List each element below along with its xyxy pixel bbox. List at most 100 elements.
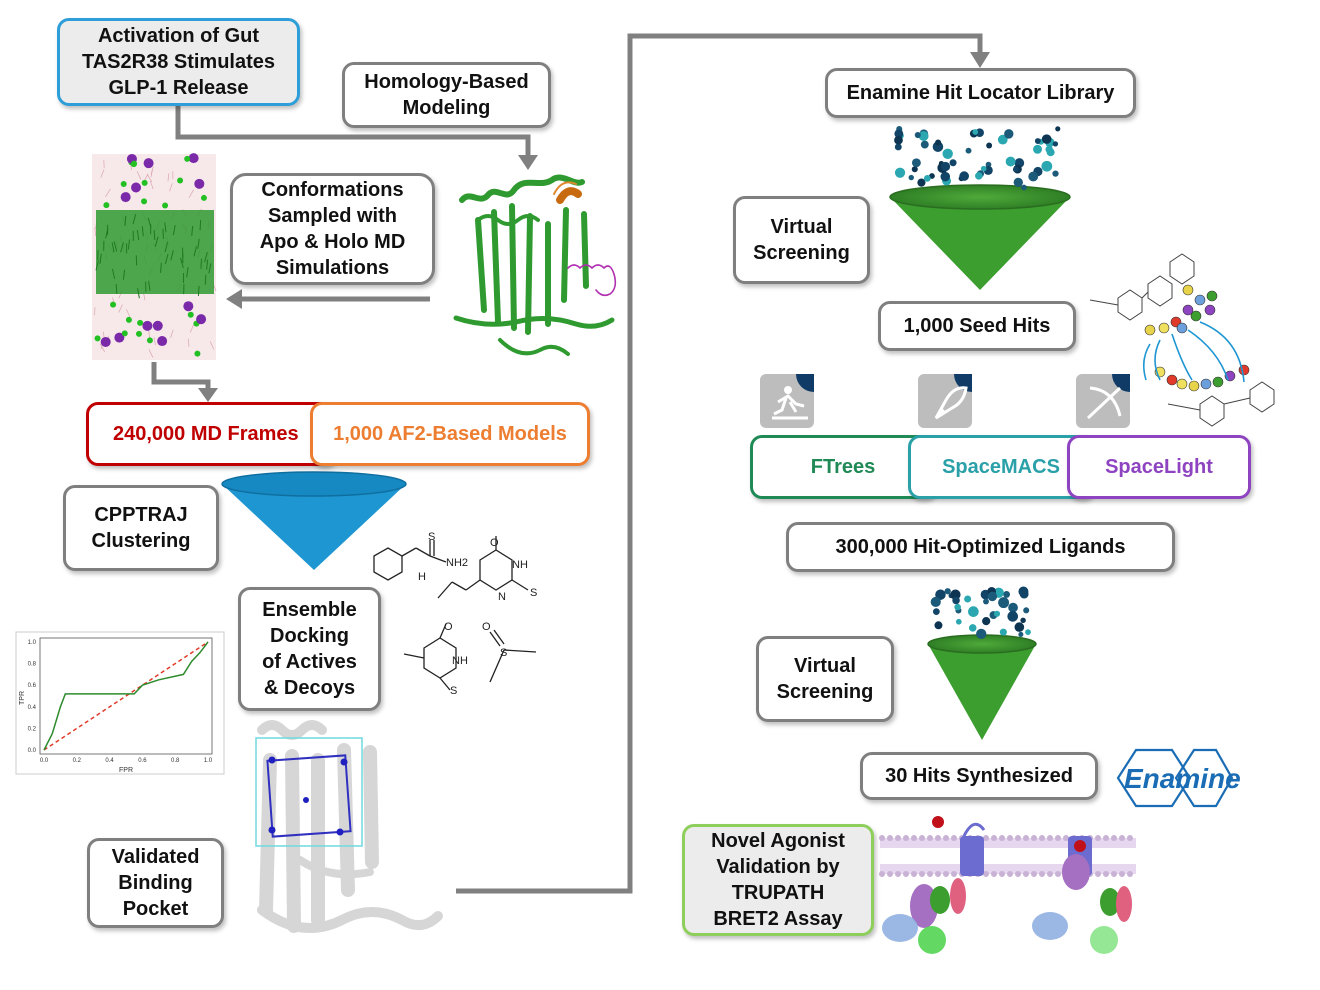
- ion-sodium: [131, 160, 138, 167]
- roc-ylabel: TPR: [19, 691, 26, 705]
- compound-dot: [1034, 138, 1041, 144]
- compound-dot: [1021, 184, 1027, 191]
- hits-synthesized-box: 30 Hits Synthesized: [860, 752, 1098, 800]
- dmso-o-label: O: [482, 621, 491, 633]
- ion-sodium: [125, 316, 132, 323]
- compound-dot: [930, 596, 941, 608]
- compound-dot: [1052, 170, 1059, 177]
- enamine-logo-text: Enamine: [1124, 763, 1241, 794]
- compound-dot: [952, 596, 960, 605]
- virtual-screening-label-2: Virtual Screening: [776, 655, 874, 703]
- roc-y-tick: 0.6: [28, 683, 37, 689]
- bret-assay-image: [879, 816, 1136, 954]
- ion-chloride: [157, 336, 168, 347]
- md-frames-label: 240,000 MD Frames: [113, 423, 299, 445]
- arrowhead-model: [518, 155, 538, 170]
- molecule-thiouracil-propyl: [437, 536, 529, 599]
- compound-dot: [1005, 156, 1016, 167]
- compound-dot: [1033, 144, 1043, 154]
- compound-dot: [964, 595, 972, 603]
- roc-plot: 0.00.00.20.20.40.40.60.60.80.81.01.0 FPR…: [15, 631, 225, 775]
- md-frames-box: 240,000 MD Frames: [86, 402, 336, 466]
- ion-sodium: [103, 202, 110, 209]
- methylthiouracil-o-label: O: [444, 621, 453, 633]
- roc-y-tick: 0.0: [28, 748, 37, 754]
- protein-model-image: [453, 174, 617, 356]
- conformations-box: Conformations Sampled with Apo & Holo MD…: [230, 173, 435, 285]
- molecule-thiourea: [373, 540, 447, 581]
- ion-sodium: [120, 180, 127, 187]
- ion-chloride: [152, 320, 163, 331]
- compound-dot: [954, 603, 961, 611]
- compound-dot: [923, 175, 931, 182]
- roc-y-tick: 0.8: [28, 662, 37, 668]
- compound-dot: [1003, 590, 1011, 598]
- compound-dot: [1008, 602, 1018, 613]
- roc-x-tick: 1.0: [204, 758, 213, 764]
- activation-box: Activation of Gut TAS2R38 Stimulates GLP…: [57, 18, 300, 106]
- compound-dot: [1012, 166, 1019, 173]
- thiouracil-s-label: S: [530, 587, 537, 599]
- roc-y-tick: 0.2: [28, 726, 37, 732]
- roc-x-tick: 0.2: [73, 758, 82, 764]
- compound-dot: [932, 608, 940, 616]
- arrow-md-to-frames: [151, 362, 211, 392]
- compound-dot: [917, 178, 926, 187]
- compound-dot: [918, 131, 929, 141]
- roc-xlabel: FPR: [119, 767, 133, 774]
- ion-sodium: [184, 155, 191, 162]
- arrow-activation-to-model: [175, 104, 531, 160]
- ion-chloride: [131, 182, 142, 193]
- compound-dot: [997, 134, 1008, 145]
- compound-dot: [1045, 145, 1053, 154]
- hits-synthesized-label: 30 Hits Synthesized: [885, 765, 1073, 787]
- compound-dot: [914, 132, 921, 139]
- arrowhead-library: [970, 52, 990, 68]
- compound-dot: [1013, 177, 1023, 188]
- ion-chloride: [188, 153, 199, 164]
- compound-dot: [949, 159, 957, 167]
- ligand-fragment-node: [1190, 310, 1202, 322]
- ion-sodium: [135, 330, 142, 337]
- compound-dot: [975, 172, 983, 180]
- ligand-fragment-node: [1182, 304, 1194, 316]
- md-simulation-box-image: [92, 153, 217, 360]
- ion-sodium: [110, 301, 117, 308]
- arrowhead-frames: [198, 388, 218, 402]
- ligand-fragment-node: [1176, 322, 1188, 334]
- homology-modeling-box: Homology-Based Modeling: [342, 62, 551, 128]
- ftrees-method-icon: [760, 374, 814, 428]
- compound-dot: [980, 165, 987, 172]
- cpptraj-clustering-box: CPPTRAJ Clustering: [63, 485, 219, 571]
- compound-dot: [894, 135, 903, 145]
- ion-sodium: [177, 177, 184, 184]
- ligand-fragment-node: [1176, 378, 1188, 390]
- virtual-screening-box-2: Virtual Screening: [756, 636, 894, 722]
- af2-models-box: 1,000 AF2-Based Models: [310, 402, 590, 466]
- roc-y-tick: 0.4: [28, 705, 37, 711]
- ligand-fragment-node: [1158, 322, 1170, 334]
- ion-sodium: [121, 330, 128, 337]
- compound-dot: [940, 161, 951, 172]
- screening-funnel-2: [927, 586, 1037, 740]
- compound-dot: [1055, 126, 1061, 132]
- ion-chloride: [114, 332, 125, 343]
- compound-dot: [911, 166, 918, 173]
- ligand-fragment-node: [1206, 290, 1218, 302]
- ion-sodium: [141, 179, 148, 186]
- homology-modeling-label: Homology-Based Modeling: [364, 71, 529, 119]
- compound-dot: [940, 171, 951, 182]
- hit-optimized-label: 300,000 Hit-Optimized Ligands: [835, 536, 1126, 558]
- thiouracil-o-label: O: [490, 537, 499, 549]
- roc-x-tick: 0.8: [171, 758, 180, 764]
- seed-hits-label: 1,000 Seed Hits: [903, 315, 1051, 337]
- thiourea-s-label: S: [428, 531, 435, 543]
- compound-dot: [982, 616, 991, 626]
- compound-dot: [968, 606, 979, 617]
- ion-chloride: [196, 314, 207, 325]
- validation-label: Novel Agonist Validation by TRUPATH BRET…: [711, 830, 845, 930]
- roc-y-tick: 1.0: [28, 640, 37, 646]
- spacemacs-box: SpaceMACS: [908, 435, 1094, 499]
- molecule-dmso: [489, 629, 537, 683]
- compound-dot: [1025, 629, 1031, 635]
